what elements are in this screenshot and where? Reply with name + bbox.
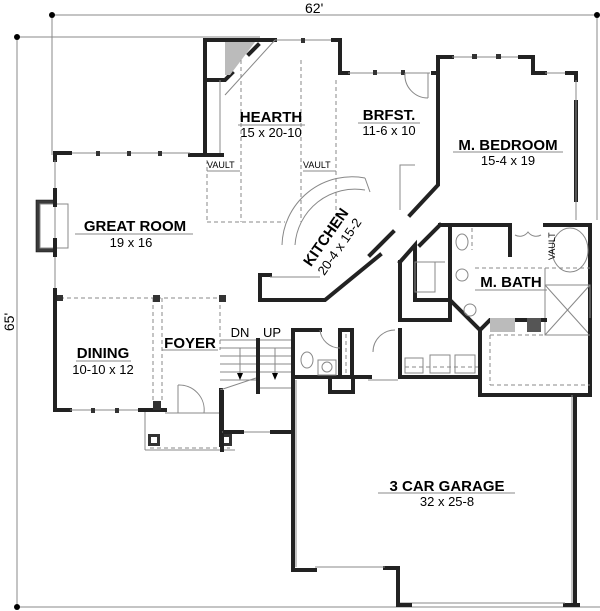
vault-annotations: VAULT VAULT VAULT [207, 160, 557, 260]
room-name-m-bath: M. BATH [480, 274, 541, 291]
room-name-foyer: FOYER [164, 335, 216, 352]
stair-up-label: UP [263, 325, 281, 340]
vault-label-hearth-right: VAULT [303, 160, 331, 170]
room-foyer: FOYER [162, 335, 218, 352]
stair-down-label: DN [231, 325, 250, 340]
room-size-dining: 10-10 x 12 [72, 362, 133, 377]
overall-depth-label: 65' [1, 313, 17, 331]
room-name-great-room: GREAT ROOM [84, 218, 186, 235]
walls [35, 38, 592, 607]
room-m-bedroom: M. BEDROOM 15-4 x 19 [453, 137, 563, 168]
room-dining: DINING 10-10 x 12 [72, 345, 133, 377]
room-size-garage: 32 x 25-8 [420, 494, 474, 509]
room-name-hearth: HEARTH [240, 109, 303, 126]
vault-label-hearth-left: VAULT [207, 160, 235, 170]
room-great-room: GREAT ROOM 19 x 16 [75, 218, 193, 250]
stair-labels: DN UP [231, 325, 281, 340]
vault-label-bath: VAULT [547, 232, 557, 260]
room-size-m-bedroom: 15-4 x 19 [481, 153, 535, 168]
room-m-bath: M. BATH [475, 274, 547, 291]
room-name-brfst: BRFST. [363, 107, 416, 124]
room-name-m-bedroom: M. BEDROOM [458, 137, 557, 154]
room-size-hearth: 15 x 20-10 [240, 125, 301, 140]
room-garage: 3 CAR GARAGE 32 x 25-8 [378, 478, 515, 509]
stairs [219, 338, 292, 394]
room-hearth: HEARTH 15 x 20-10 [238, 109, 305, 140]
room-kitchen: KITCHEN 20-4 x 15-2 [300, 205, 364, 278]
room-brfst: BRFST. 11-6 x 10 [358, 107, 420, 138]
room-size-brfst: 11-6 x 10 [362, 123, 415, 138]
room-name-dining: DINING [77, 345, 130, 362]
room-size-great-room: 19 x 16 [110, 235, 153, 250]
room-name-garage: 3 CAR GARAGE [389, 478, 504, 495]
overall-width-label: 62' [305, 0, 323, 16]
